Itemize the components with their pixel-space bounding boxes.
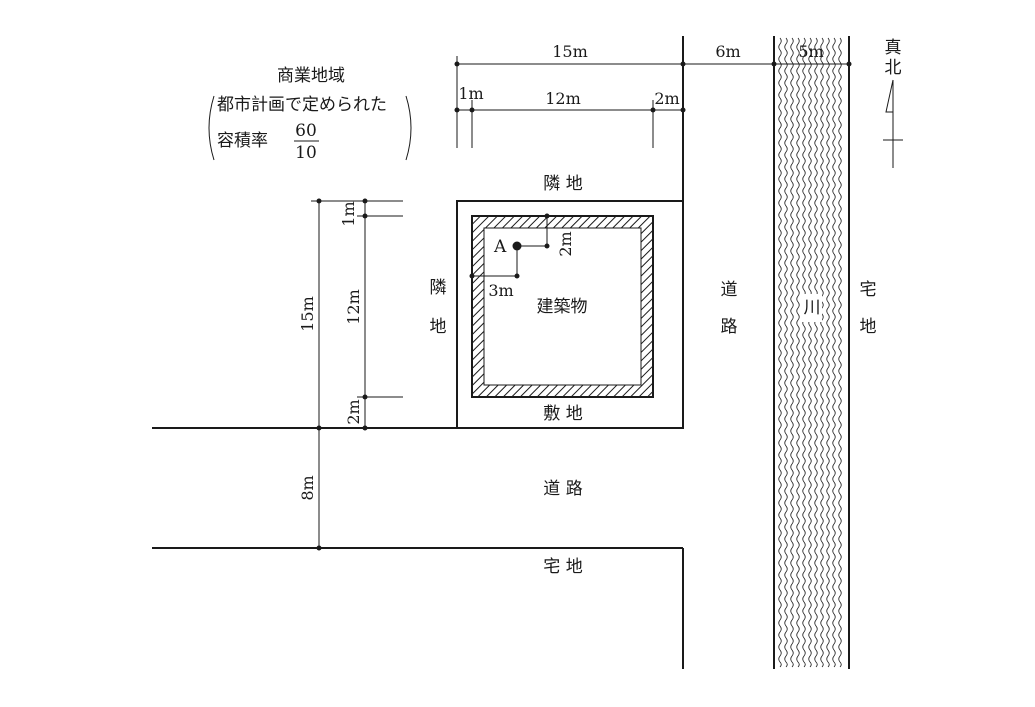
north-arrow: 真 北 (883, 38, 903, 168)
top-dimensions: 15m 6m 5m 1m 12m 2m (454, 42, 852, 148)
house-right-label-1: 宅 (860, 280, 877, 300)
dim-top-river: 5m (798, 42, 823, 61)
neighbor-left-label-2: 地 (430, 317, 447, 337)
dim-dot (316, 545, 322, 551)
dim-dot (544, 213, 550, 219)
site-label: 敷 地 (543, 404, 582, 424)
river-label: 川 (804, 298, 821, 318)
dim-dot (316, 198, 322, 204)
river-label-bg (802, 294, 822, 322)
river-wave-line (820, 37, 824, 668)
river-wave-line (832, 37, 836, 668)
river-wave-line (778, 37, 782, 668)
north-arrow-head (885, 79, 894, 113)
building-label: 建築物 (537, 297, 588, 317)
neighbor-left-label-1: 隣 (430, 278, 447, 298)
road-right-label-2: 路 (721, 317, 738, 337)
road-right-label-1: 道 (721, 280, 738, 300)
right-paren (405, 95, 412, 161)
dim-dot (514, 273, 520, 279)
far-numerator: 60 (295, 121, 317, 141)
north-label-1: 真 (885, 38, 902, 58)
far-label: 容積率 (217, 131, 268, 151)
north-label-2: 北 (885, 58, 902, 78)
dim-top-total: 15m (552, 42, 588, 61)
dim-dot (680, 107, 686, 113)
house-bottom-label: 宅 地 (543, 557, 582, 577)
house-right-label-2: 地 (860, 317, 877, 337)
dim-dot (846, 61, 852, 67)
river-wave-line (790, 37, 794, 668)
dim-dot (469, 273, 475, 279)
dim-left-bottom-setback: 2m (344, 399, 363, 424)
river-wave-line (802, 37, 806, 668)
point-a-label: A (493, 237, 507, 257)
dim-left-total: 15m (298, 296, 317, 332)
far-denominator: 10 (295, 143, 317, 163)
point-a-y-dim: 2m (556, 231, 575, 256)
point-a: A 2m 3m (469, 213, 575, 300)
left-dimensions: 15m 1m 12m 2m 8m (298, 198, 403, 551)
dim-dot (469, 107, 475, 113)
site-boundary (456, 200, 684, 429)
river-wave-line (784, 37, 788, 668)
dim-dot (362, 425, 368, 431)
dim-top-right-setback: 2m (654, 89, 679, 108)
dim-dot (771, 61, 777, 67)
building: 建築物 (471, 215, 654, 398)
zoning-line1: 都市計画で定められた (217, 95, 387, 115)
dim-top-left-setback: 1m (458, 84, 483, 103)
dim-dot (316, 425, 322, 431)
river-wave-line (796, 37, 800, 668)
dim-dot (454, 107, 460, 113)
neighbor-top-label: 隣 地 (543, 174, 582, 194)
road-bottom-label: 道 路 (543, 479, 582, 499)
river-wave-line (826, 37, 830, 668)
river-wave-line (838, 37, 842, 668)
dim-left-building: 12m (344, 289, 363, 325)
point-a-x-dim: 3m (488, 281, 513, 300)
dim-left-top-setback: 1m (339, 201, 358, 226)
dim-top-road: 6m (715, 42, 740, 61)
dim-dot (362, 213, 368, 219)
river-wave-line (808, 37, 812, 668)
river-waves (778, 37, 842, 668)
dim-bottom-road: 8m (298, 475, 317, 500)
dim-dot (650, 107, 656, 113)
river: 川 (773, 36, 850, 669)
left-paren (208, 95, 215, 161)
dim-dot (544, 243, 550, 249)
dim-dot (362, 394, 368, 400)
river-wave-line (814, 37, 818, 668)
dim-dot (454, 61, 460, 67)
building-interior (483, 227, 642, 386)
zoning-district: 商業地域 (277, 66, 345, 86)
dim-top-building: 12m (545, 89, 581, 108)
zoning-note: 商業地域 都市計画で定められた 容積率 60 10 (208, 66, 412, 163)
dim-dot (680, 61, 686, 67)
dim-dot (362, 198, 368, 204)
